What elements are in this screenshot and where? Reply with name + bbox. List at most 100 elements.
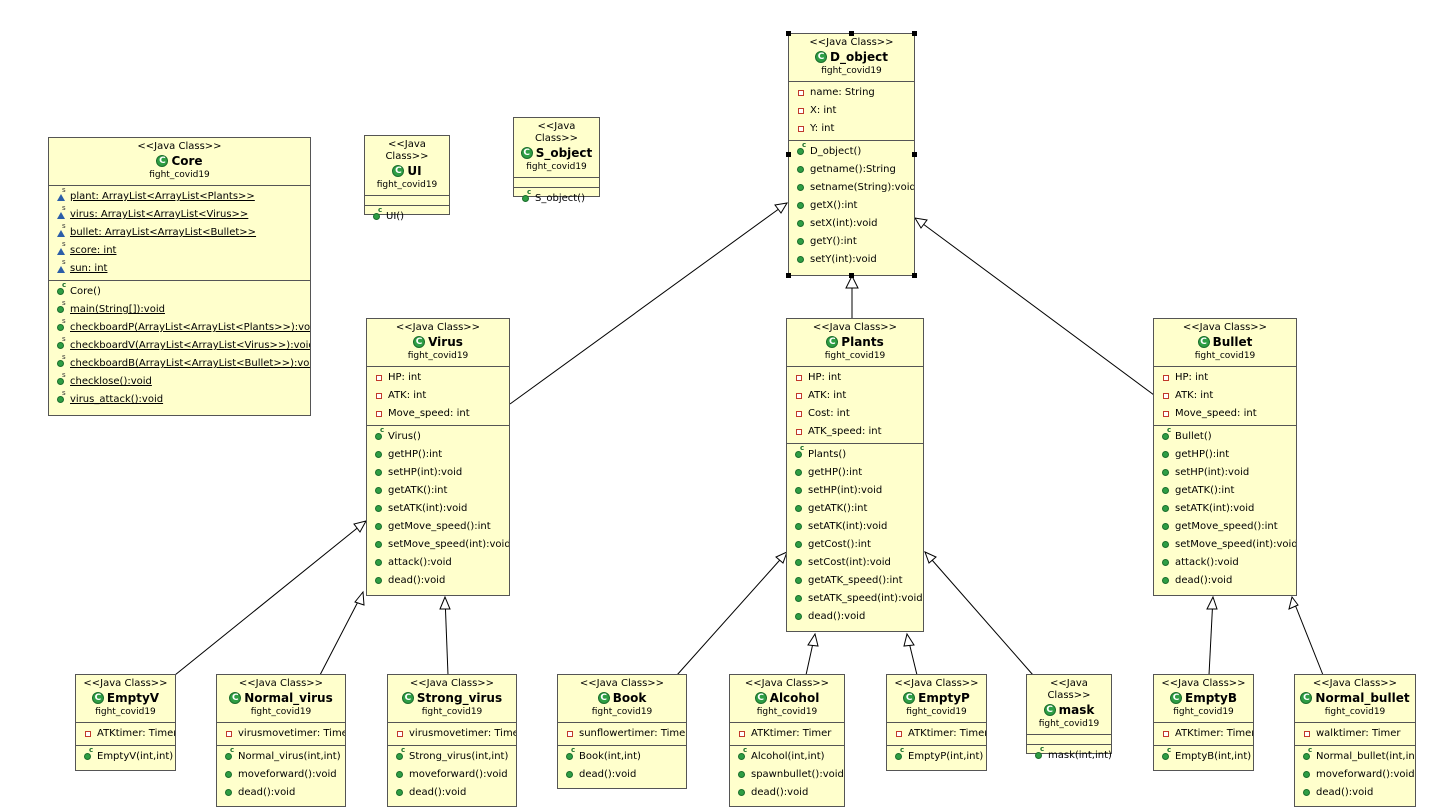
field-row[interactable]: sunflowertimer: Timer [558,725,686,743]
method-row[interactable]: attack():void [367,554,509,572]
method-row[interactable]: dead():void [217,784,345,802]
class-emptyv[interactable]: <<Java Class>> EmptyV fight_covid19 ATKt… [75,674,176,771]
field-row[interactable]: ATK_speed: int [787,423,923,441]
field-row[interactable]: ATKtimer: Timer [1154,725,1253,743]
method-row[interactable]: setCost(int):void [787,554,923,572]
class-emptyp[interactable]: <<Java Class>> EmptyP fight_covid19 ATKt… [886,674,987,771]
selection-handle[interactable] [912,152,917,157]
field-row[interactable]: X: int [789,102,914,120]
method-row[interactable]: dead():void [1295,784,1415,802]
method-row[interactable]: dead():void [787,608,923,626]
class-mask[interactable]: <<Java Class>> mask fight_covid19 cmask(… [1026,674,1112,761]
class-normal-bullet[interactable]: <<Java Class>> Normal_bullet fight_covid… [1294,674,1416,807]
selection-handle[interactable] [849,273,854,278]
class-d-object[interactable]: <<Java Class>> D_object fight_covid19 na… [788,33,915,276]
field-row[interactable]: ATKtimer: Timer [887,725,986,743]
class-strong-virus[interactable]: <<Java Class>> Strong_virus fight_covid1… [387,674,517,807]
field-row[interactable]: Move_speed: int [367,405,509,423]
method-row[interactable]: setMove_speed(int):void [1154,536,1296,554]
field-row[interactable]: Y: int [789,120,914,138]
class-alcohol[interactable]: <<Java Class>> Alcohol fight_covid19 ATK… [729,674,845,807]
method-row[interactable]: setATK(int):void [1154,500,1296,518]
method-row[interactable]: attack():void [1154,554,1296,572]
field-row[interactable]: name: String [789,84,914,102]
method-row[interactable]: getATK():int [367,482,509,500]
selection-handle[interactable] [849,31,854,36]
method-row[interactable]: spawnbullet():void [730,766,844,784]
field-row[interactable]: virusmovetimer: Timer [388,725,516,743]
method-row[interactable]: setATK(int):void [787,518,923,536]
method-row[interactable]: dead():void [730,784,844,802]
method-row[interactable]: getHP():int [787,464,923,482]
method-row[interactable]: getATK():int [787,500,923,518]
method-row[interactable]: getX():int [789,197,914,215]
class-book[interactable]: <<Java Class>> Book fight_covid19 sunflo… [557,674,687,789]
field-row[interactable]: walktimer: Timer [1295,725,1415,743]
class-plants[interactable]: <<Java Class>> Plants fight_covid19 HP: … [786,318,924,632]
field-row[interactable]: HP: int [1154,369,1296,387]
method-row[interactable]: setname(String):void [789,179,914,197]
method-row[interactable]: moveforward():void [388,766,516,784]
method-row[interactable]: getY():int [789,233,914,251]
class-bullet[interactable]: <<Java Class>> Bullet fight_covid19 HP: … [1153,318,1297,596]
method-row[interactable]: getATK_speed():int [787,572,923,590]
method-row[interactable]: getHP():int [367,446,509,464]
selection-handle[interactable] [786,273,791,278]
class-virus[interactable]: <<Java Class>> Virus fight_covid19 HP: i… [366,318,510,596]
field-row[interactable]: ATK: int [367,387,509,405]
field-row[interactable]: Move_speed: int [1154,405,1296,423]
class-s-object[interactable]: <<Java Class>> S_object fight_covid19 cS… [513,117,600,204]
selection-handle[interactable] [912,273,917,278]
method-row[interactable]: setX(int):void [789,215,914,233]
field-row[interactable]: ATKtimer: Timer [730,725,844,743]
method-row[interactable]: getname():String [789,161,914,179]
method-row[interactable]: getHP():int [1154,446,1296,464]
selection-handle[interactable] [786,31,791,36]
field-row[interactable]: virusmovetimer: Timer [217,725,345,743]
method-row[interactable]: moveforward():void [1295,766,1415,784]
method-row[interactable]: getCost():int [787,536,923,554]
class-ui[interactable]: <<Java Class>> UI fight_covid19 cUI() [364,135,450,222]
selection-handle[interactable] [786,152,791,157]
method-row[interactable]: setHP(int):void [367,464,509,482]
field-row[interactable]: ATK: int [1154,387,1296,405]
method-row[interactable]: getMove_speed():int [367,518,509,536]
method-row[interactable]: moveforward():void [217,766,345,784]
selection-handle[interactable] [912,31,917,36]
field-row[interactable]: HP: int [367,369,509,387]
method-row[interactable]: setHP(int):void [787,482,923,500]
method-row[interactable]: setATK_speed(int):void [787,590,923,608]
method-row[interactable]: getATK():int [1154,482,1296,500]
method-row[interactable]: dead():void [388,784,516,802]
field-row[interactable]: ATK: int [787,387,923,405]
method-row[interactable]: dead():void [1154,572,1296,590]
class-core[interactable]: <<Java Class>> Core fight_covid19 splant… [48,137,311,416]
field-row[interactable]: HP: int [787,369,923,387]
method-row[interactable]: getMove_speed():int [1154,518,1296,536]
field-row[interactable]: ATKtimer: Timer [76,725,175,743]
